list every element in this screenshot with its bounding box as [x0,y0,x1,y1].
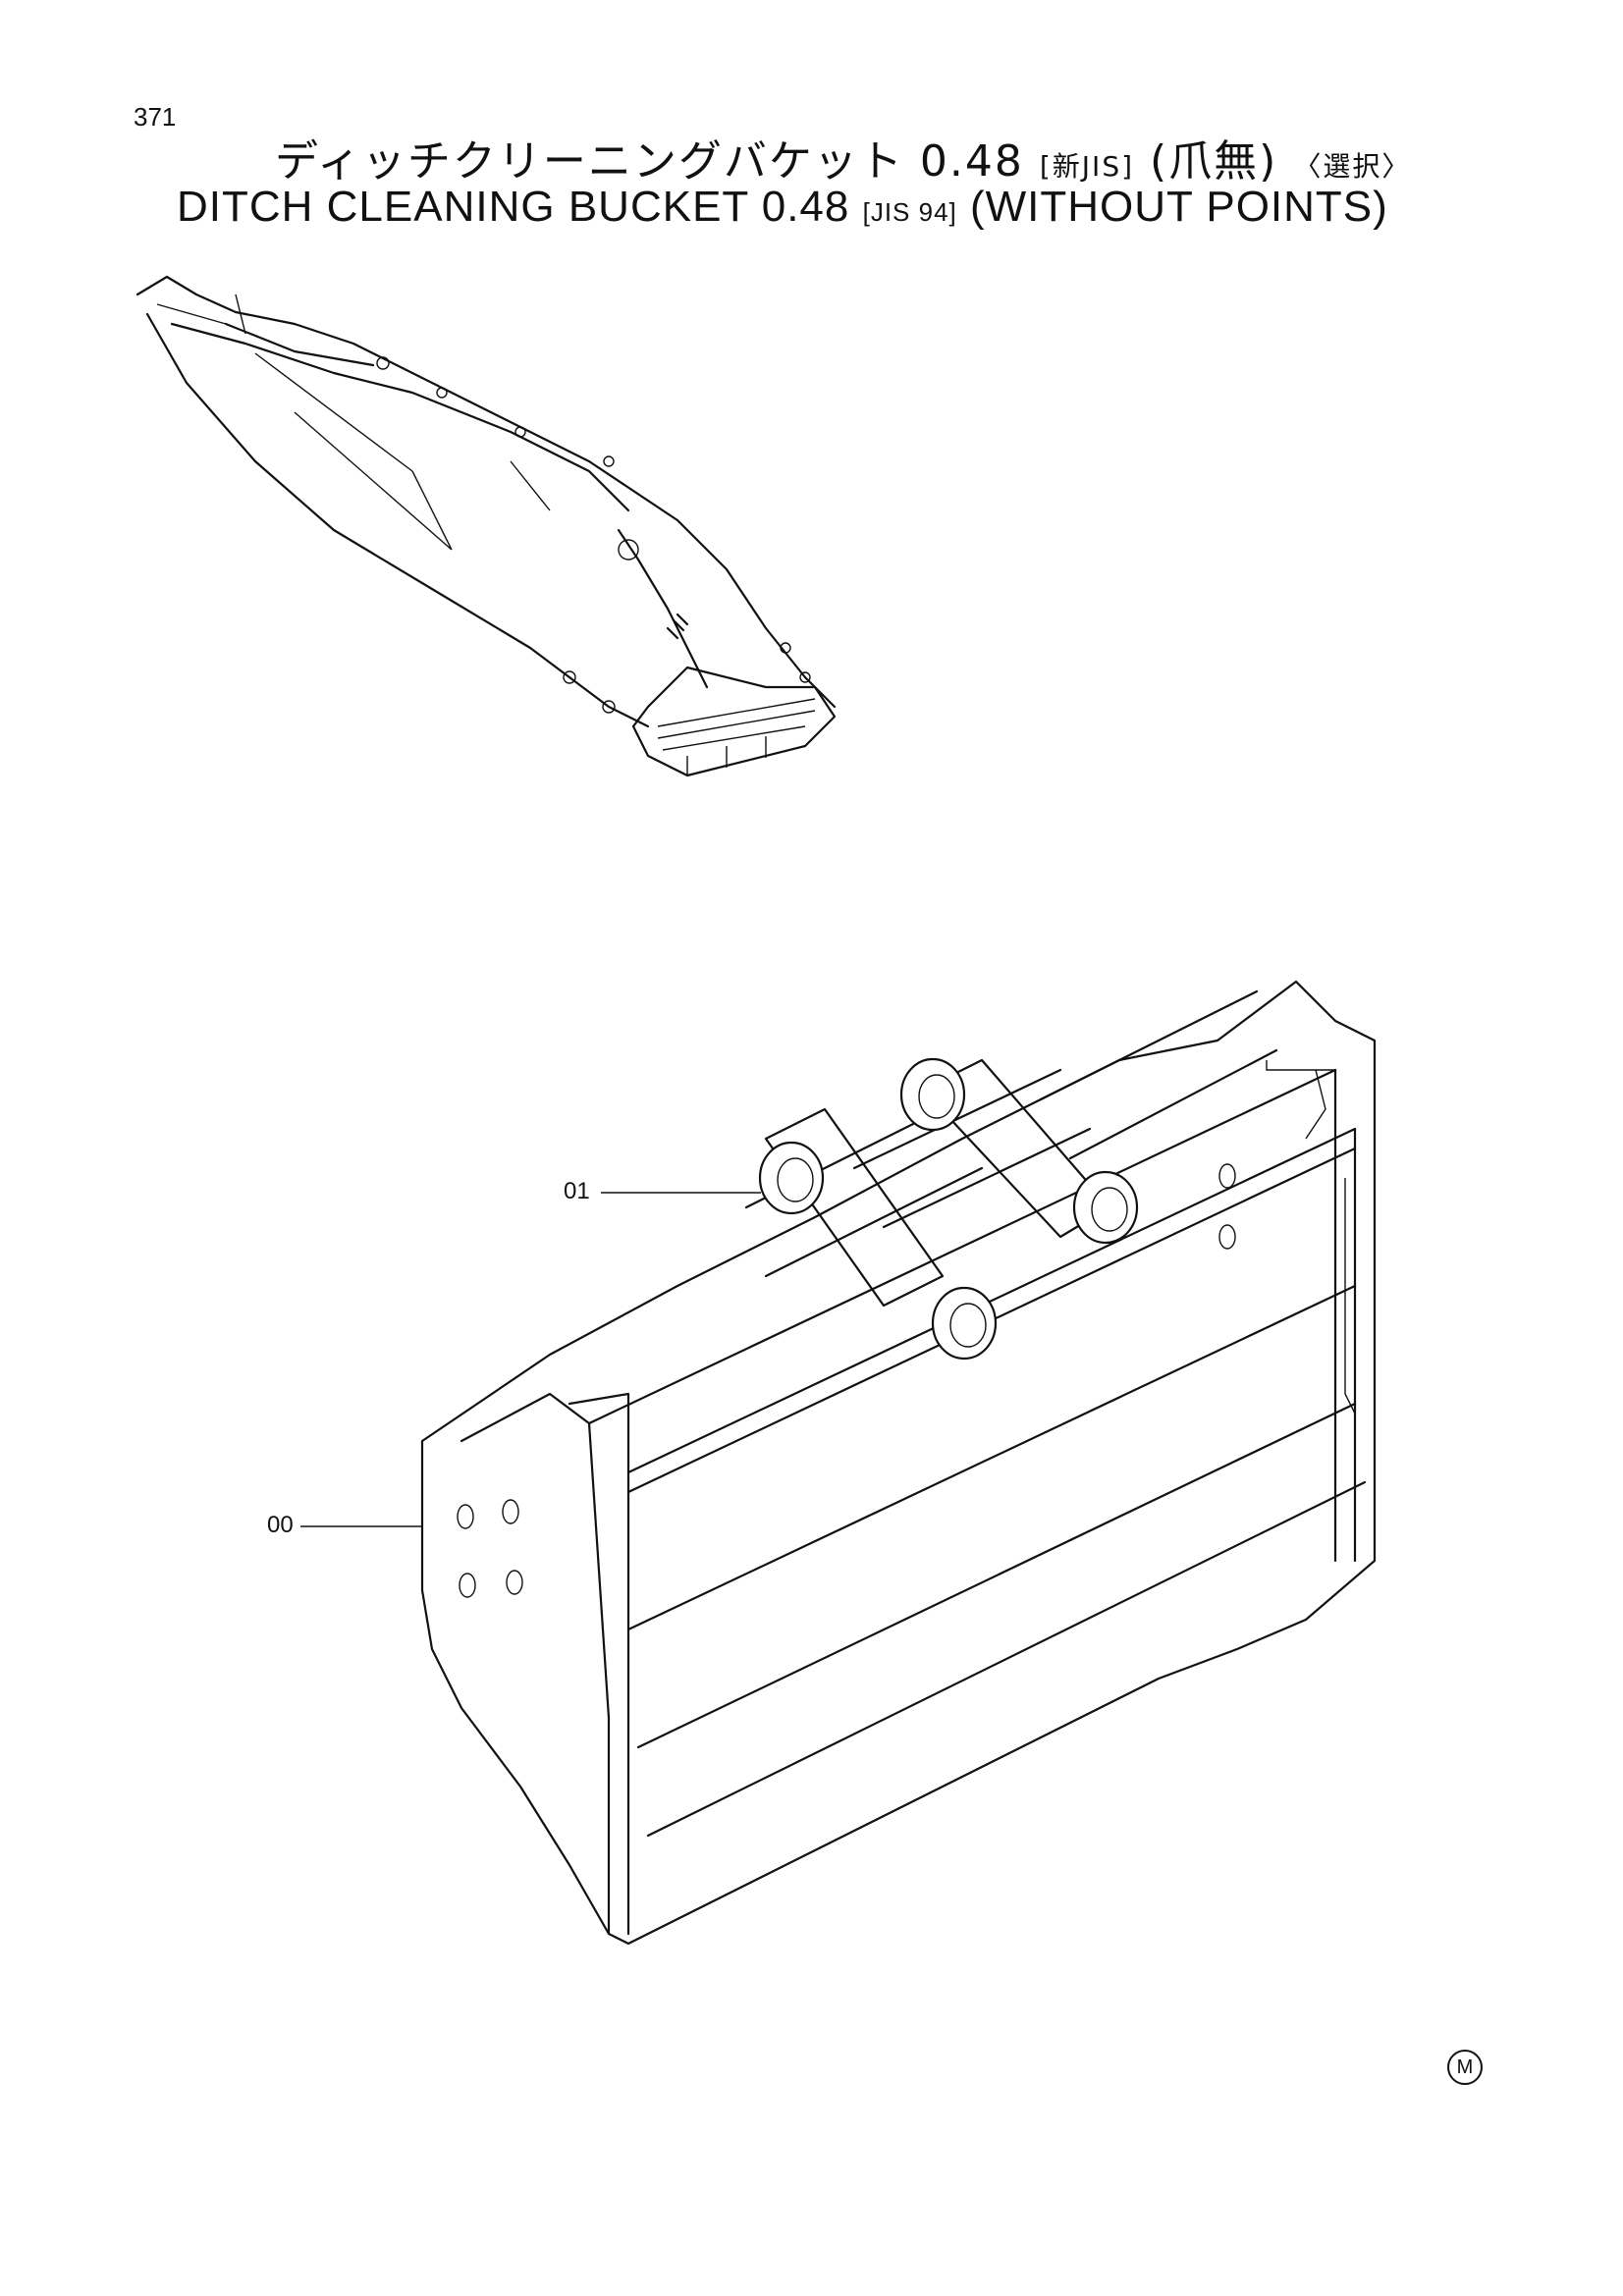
arm-overview-drawing [135,275,837,777]
title-en-tag: [JIS 94] [862,197,957,227]
title-jp-option: 〈選択〉 [1293,150,1412,183]
title-jp-tag: [新JIS] [1039,150,1135,183]
bucket-drawing [300,980,1377,1946]
title-jp-main: ディッチクリーニングバケット 0.48 [275,136,1024,187]
title-japanese: ディッチクリーニングバケット 0.48 [新JIS] (爪無) 〈選択〉 [275,126,1411,188]
callout-label-00: 00 [267,1512,294,1538]
title-jp-suffix: (爪無) [1150,136,1278,187]
revision-mark: M [1447,2050,1483,2085]
title-en-main: DITCH CLEANING BUCKET 0.48 [177,183,850,231]
page-number: 371 [134,102,177,132]
callout-label-01: 01 [564,1178,590,1204]
title-english: DITCH CLEANING BUCKET 0.48 [JIS 94] (WIT… [177,183,1388,232]
title-en-suffix: (WITHOUT POINTS) [969,183,1388,231]
